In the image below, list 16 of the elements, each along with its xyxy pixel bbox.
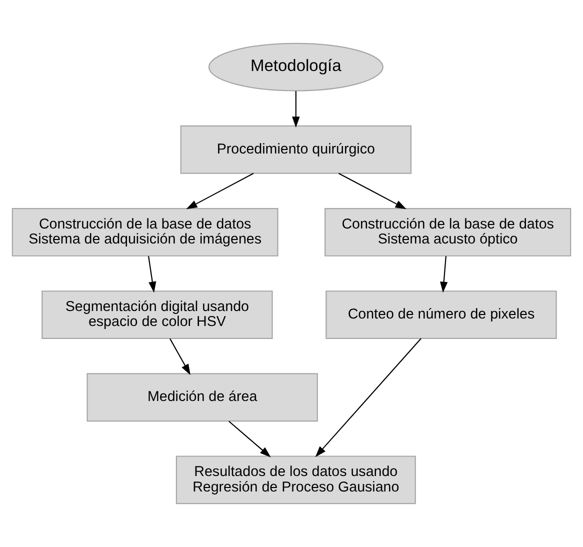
node-ellipse: Metodología: [208, 42, 384, 92]
arrow: [338, 172, 406, 210]
arrow: [186, 172, 254, 210]
arrow: [292, 90, 300, 128]
node-box: Medición de área: [86, 373, 318, 422]
arrow: [440, 256, 448, 293]
node-box: Construcción de la base de datos Sistema de adquisición de imágenes: [12, 208, 278, 256]
arrow: [315, 338, 422, 458]
arrow: [228, 420, 271, 458]
node-box: Procedimiento quirúrgico: [180, 125, 412, 174]
node-box: Segmentación digital usando espacio de color HSV: [42, 290, 273, 339]
node-box: Construcción de la base de datos Sistema acusto óptico: [324, 208, 572, 256]
node-box: Conteo de número de pixeles: [326, 290, 557, 339]
node-box: Resultados de los datos usando Regresión de Proceso Gausiano: [176, 456, 416, 504]
arrow: [170, 338, 190, 376]
arrow: [148, 256, 156, 293]
